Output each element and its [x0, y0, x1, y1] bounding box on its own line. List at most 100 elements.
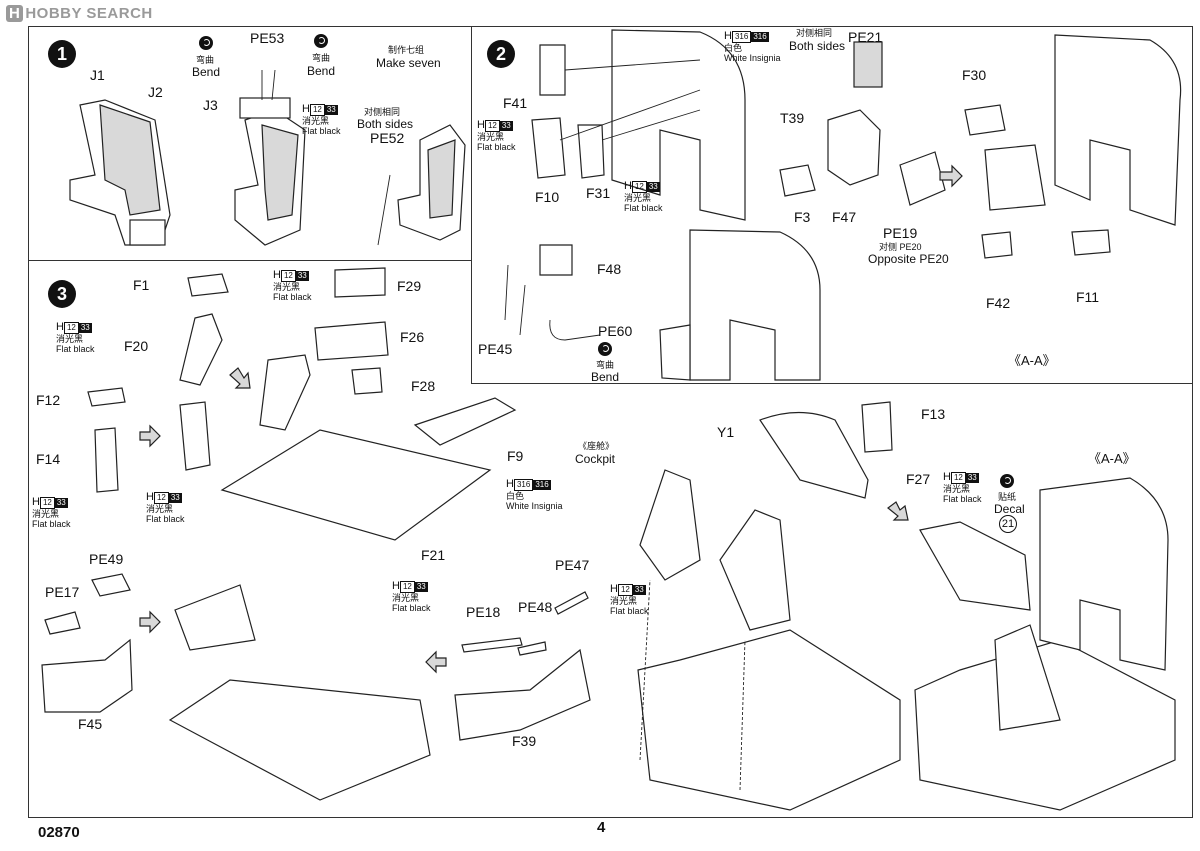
paint-code-12: 12 [39, 497, 55, 509]
flat-black-en: Flat black [146, 514, 185, 524]
paint-prefix: H [477, 119, 485, 131]
paint-code-12: 12 [280, 270, 296, 282]
flat-black-cn: 消光黑 [56, 334, 84, 344]
label-f31: F31 [586, 185, 611, 201]
label-f45: F45 [78, 716, 103, 732]
paint-code-316b: 316 [533, 480, 551, 490]
step2-panel [471, 26, 1193, 384]
label-pe60: PE60 [598, 323, 633, 339]
assembly-left [168, 679, 431, 801]
label-f20: F20 [124, 338, 149, 354]
bend-en: Bend [591, 370, 620, 384]
label-f29: F29 [397, 278, 422, 294]
paint-code-316a: 316 [731, 31, 752, 43]
bend-en-left: Bend [192, 65, 221, 79]
flat-black-cn: 消光黑 [392, 593, 420, 603]
paint-code-33: 33 [295, 271, 309, 281]
paint-code-33: 33 [965, 473, 979, 483]
flat-black-cn: 消光黑 [32, 509, 60, 519]
white-cn: 白色 [724, 43, 743, 53]
both-sides-en: Both sides [789, 39, 846, 53]
bend-icon [598, 342, 612, 356]
label-f47: F47 [832, 209, 857, 225]
label-f13: F13 [921, 406, 946, 422]
label-t39: T39 [780, 110, 805, 126]
panel-f9 [413, 397, 517, 446]
section-a-a-label: 《A-A》 [1008, 353, 1056, 368]
label-pe47: PE47 [555, 557, 590, 573]
floor-f21 [220, 429, 492, 541]
paint-prefix: H [624, 180, 632, 192]
paint-code-33: 33 [499, 121, 513, 131]
label-f14: F14 [36, 451, 61, 467]
bend-cn-right: 弯曲 [312, 53, 331, 63]
paint-code-12: 12 [617, 584, 633, 596]
flat-black-cn: 消光黑 [624, 193, 652, 203]
decal-icon [1000, 474, 1014, 488]
bend-icon [199, 36, 213, 50]
decal-cn: 贴纸 [998, 492, 1017, 502]
label-f21: F21 [421, 547, 446, 563]
label-f41: F41 [503, 95, 528, 111]
assembly-middle [637, 629, 901, 811]
label-pe49: PE49 [89, 551, 124, 567]
paint-prefix: H [724, 30, 732, 42]
label-pe21: PE21 [848, 29, 883, 45]
seat-j3 [234, 97, 306, 246]
paint-prefix: H [146, 491, 154, 503]
label-pe19: PE19 [883, 225, 918, 241]
flat-black-en: Flat black [477, 142, 516, 152]
label-pe17: PE17 [45, 584, 80, 600]
part-y1 [759, 411, 869, 499]
flat-black-en: Flat black [32, 519, 71, 529]
flat-black-en: Flat black [302, 126, 341, 136]
both-sides-cn: 对侧相同 [364, 107, 401, 117]
bend-cn-left: 弯曲 [196, 55, 215, 65]
bulkhead-lower [689, 229, 821, 381]
opposite-en: Opposite PE20 [868, 252, 949, 266]
step-3-badge: 3 [48, 280, 76, 308]
paint-code-33: 33 [414, 582, 428, 592]
make-seven-en: Make seven [376, 56, 441, 70]
paint-prefix: H [273, 269, 281, 281]
kit-code: 02870 [38, 824, 80, 841]
label-pe53: PE53 [250, 30, 285, 46]
paint-code-33: 33 [632, 585, 646, 595]
bulkhead-right [1054, 34, 1182, 226]
label-f9: F9 [507, 448, 524, 464]
flat-black-cn: 消光黑 [273, 282, 301, 292]
paint-code-12: 12 [153, 492, 169, 504]
bend-en-right: Bend [307, 64, 336, 78]
paint-code-12: 12 [950, 472, 966, 484]
label-pe52: PE52 [370, 130, 405, 146]
flat-black-en: Flat black [392, 603, 431, 613]
flat-black-en: Flat black [56, 344, 95, 354]
watermark-logo: H [6, 5, 24, 22]
label-f12: F12 [36, 392, 61, 408]
flat-black-cn: 消光黑 [477, 132, 505, 142]
paint-prefix: H [506, 478, 514, 490]
bend-icon [314, 34, 328, 48]
label-f27: F27 [906, 471, 931, 487]
label-f28: F28 [411, 378, 436, 394]
label-f10: F10 [535, 189, 560, 205]
section-a-a-label: 《A-A》 [1088, 451, 1136, 466]
label-y1: Y1 [717, 424, 735, 440]
paint-prefix: H [56, 321, 64, 333]
label-f48: F48 [597, 261, 622, 277]
cockpit-en: Cockpit [575, 452, 616, 466]
seat-pe52 [377, 124, 466, 246]
